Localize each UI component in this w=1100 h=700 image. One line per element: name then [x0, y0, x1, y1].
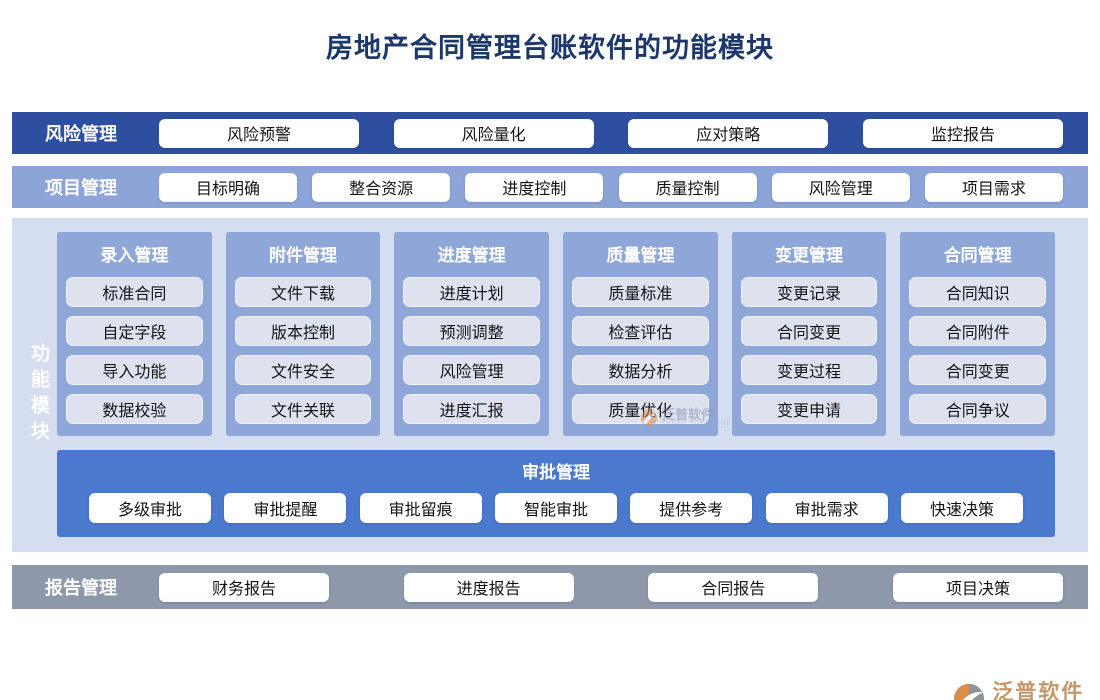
- report-decision-button[interactable]: 项目决策: [892, 572, 1063, 602]
- column-title: 进度管理: [437, 246, 506, 265]
- column-title: 合同管理: [943, 246, 1012, 265]
- contract-item-knowledge[interactable]: 合同知识: [909, 277, 1047, 307]
- fanpu-logo: 泛普软件 www.fanpusoft.com: [952, 682, 1086, 700]
- approval-band-buttons: 多级审批 审批提醒 审批留痕 智能审批 提供参考 审批需求 快速决策: [89, 493, 1023, 523]
- quality-item-optimize[interactable]: 质量优化: [572, 394, 709, 424]
- project-goal-button[interactable]: 目标明确: [159, 172, 297, 202]
- page-title: 房地产合同管理台账软件的功能模块: [326, 33, 774, 63]
- function-modules-panel: 功能模块 录入管理 标准合同 自定字段 导入功能 数据校验 附件管理 文件下载 …: [12, 218, 1088, 552]
- project-schedule-button[interactable]: 进度控制: [465, 172, 604, 202]
- attachment-item-security[interactable]: 文件安全: [234, 355, 372, 385]
- report-contract-button[interactable]: 合同报告: [648, 572, 819, 602]
- approval-reference-button[interactable]: 提供参考: [630, 493, 753, 523]
- column-contract-management: 合同管理 合同知识 合同附件 合同变更 合同争议: [900, 232, 1056, 436]
- change-item-contract[interactable]: 合同变更: [740, 316, 878, 346]
- entry-item-import[interactable]: 导入功能: [66, 355, 203, 385]
- change-item-process[interactable]: 变更过程: [740, 355, 878, 385]
- quality-item-analysis[interactable]: 数据分析: [572, 355, 709, 385]
- risk-monitor-report-button[interactable]: 监控报告: [862, 118, 1063, 148]
- attachment-item-version[interactable]: 版本控制: [234, 316, 372, 346]
- project-demand-button[interactable]: 项目需求: [924, 172, 1063, 202]
- risk-warning-button[interactable]: 风险预警: [159, 118, 359, 148]
- approval-quick-decision-button[interactable]: 快速决策: [900, 493, 1023, 523]
- module-columns: 录入管理 标准合同 自定字段 导入功能 数据校验 附件管理 文件下载 版本控制 …: [57, 232, 1056, 436]
- project-band-buttons: 目标明确 整合资源 进度控制 质量控制 风险管理 项目需求: [159, 172, 1063, 202]
- approval-band-title: 审批管理: [522, 463, 590, 482]
- report-progress-button[interactable]: 进度报告: [403, 572, 574, 602]
- column-entry-management: 录入管理 标准合同 自定字段 导入功能 数据校验: [57, 232, 212, 436]
- progress-item-forecast[interactable]: 预测调整: [403, 316, 541, 346]
- progress-item-risk[interactable]: 风险管理: [403, 355, 541, 385]
- approval-trace-button[interactable]: 审批留痕: [359, 493, 482, 523]
- change-item-record[interactable]: 变更记录: [740, 277, 878, 307]
- fanpu-logo-icon: [953, 683, 984, 700]
- column-attachment-management: 附件管理 文件下载 版本控制 文件安全 文件关联: [225, 232, 381, 436]
- contract-item-attachment[interactable]: 合同附件: [909, 316, 1047, 346]
- report-band-buttons: 财务报告 进度报告 合同报告 项目决策: [159, 572, 1063, 602]
- progress-item-report[interactable]: 进度汇报: [403, 394, 541, 424]
- report-finance-button[interactable]: 财务报告: [159, 572, 329, 602]
- project-management-band: 项目管理 目标明确 整合资源 进度控制 质量控制 风险管理 项目需求: [12, 166, 1088, 208]
- column-title: 附件管理: [269, 246, 337, 265]
- column-progress-management: 进度管理 进度计划 预测调整 风险管理 进度汇报: [394, 232, 550, 436]
- risk-band-label: 风险管理: [45, 124, 117, 144]
- entry-item-standard-contract[interactable]: 标准合同: [66, 277, 203, 307]
- project-resource-button[interactable]: 整合资源: [312, 172, 451, 202]
- risk-quantify-button[interactable]: 风险量化: [393, 118, 594, 148]
- logo-company-name: 泛普软件: [992, 681, 1085, 700]
- approval-management-band: 审批管理 多级审批 审批提醒 审批留痕 智能审批 提供参考 审批需求 快速决策: [57, 450, 1055, 537]
- contract-item-change[interactable]: 合同变更: [909, 355, 1047, 385]
- report-band-label: 报告管理: [45, 578, 117, 598]
- project-risk-button[interactable]: 风险管理: [771, 172, 910, 202]
- project-band-label: 项目管理: [45, 178, 117, 198]
- report-management-band: 报告管理 财务报告 进度报告 合同报告 项目决策: [12, 565, 1088, 609]
- attachment-item-download[interactable]: 文件下载: [234, 277, 372, 307]
- column-quality-management: 质量管理 质量标准 检查评估 数据分析 质量优化: [563, 232, 718, 436]
- change-item-apply[interactable]: 变更申请: [740, 394, 878, 424]
- quality-item-inspect[interactable]: 检查评估: [572, 316, 709, 346]
- risk-management-band: 风险管理 风险预警 风险量化 应对策略 监控报告: [12, 112, 1088, 154]
- approval-demand-button[interactable]: 审批需求: [765, 493, 888, 523]
- project-quality-button[interactable]: 质量控制: [618, 172, 757, 202]
- panel-side-label: 功能模块: [28, 343, 49, 448]
- approval-multilevel-button[interactable]: 多级审批: [89, 493, 211, 523]
- column-title: 录入管理: [100, 246, 169, 265]
- risk-strategy-button[interactable]: 应对策略: [628, 118, 829, 148]
- progress-item-plan[interactable]: 进度计划: [403, 277, 541, 307]
- column-change-management: 变更管理 变更记录 合同变更 变更过程 变更申请: [731, 232, 887, 436]
- column-title: 变更管理: [775, 246, 844, 265]
- contract-item-dispute[interactable]: 合同争议: [909, 394, 1047, 424]
- attachment-item-link[interactable]: 文件关联: [234, 394, 372, 424]
- entry-item-custom-fields[interactable]: 自定字段: [66, 316, 203, 346]
- column-title: 质量管理: [606, 246, 675, 265]
- approval-reminder-button[interactable]: 审批提醒: [224, 493, 347, 523]
- approval-smart-button[interactable]: 智能审批: [494, 493, 617, 523]
- entry-item-data-check[interactable]: 数据校验: [66, 394, 203, 424]
- quality-item-standard[interactable]: 质量标准: [572, 277, 709, 307]
- risk-band-buttons: 风险预警 风险量化 应对策略 监控报告: [159, 118, 1063, 148]
